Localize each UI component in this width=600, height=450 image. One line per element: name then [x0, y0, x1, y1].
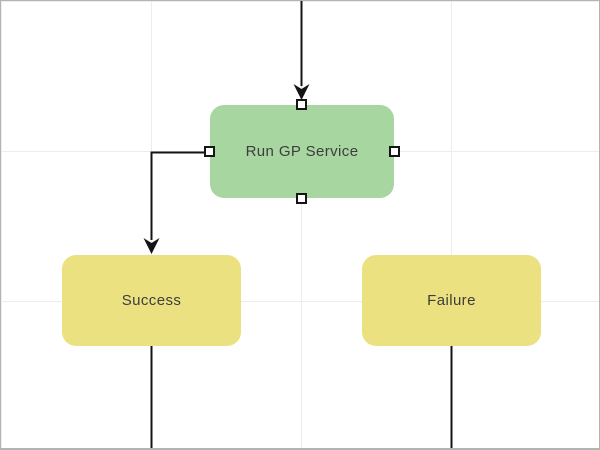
node-failure[interactable]: Failure — [362, 255, 541, 346]
edge-rungp-to-success[interactable] — [143, 151, 212, 255]
connection-handle-right[interactable] — [389, 145, 400, 157]
arrowhead-icon — [143, 238, 160, 254]
node-success-label: Success — [121, 292, 182, 309]
edge-incoming-top[interactable] — [293, 1, 310, 100]
node-success[interactable]: Success — [62, 255, 241, 346]
node-failure-label: Failure — [427, 292, 476, 309]
node-run-gp-service[interactable]: Run GP Service — [204, 99, 400, 204]
node-run-gp-service-label: Run GP Service — [245, 143, 359, 160]
connection-handle-bottom[interactable] — [296, 193, 307, 204]
connection-handle-left[interactable] — [204, 145, 215, 157]
arrowhead-icon — [293, 84, 310, 100]
connection-handle-top[interactable] — [296, 99, 307, 110]
